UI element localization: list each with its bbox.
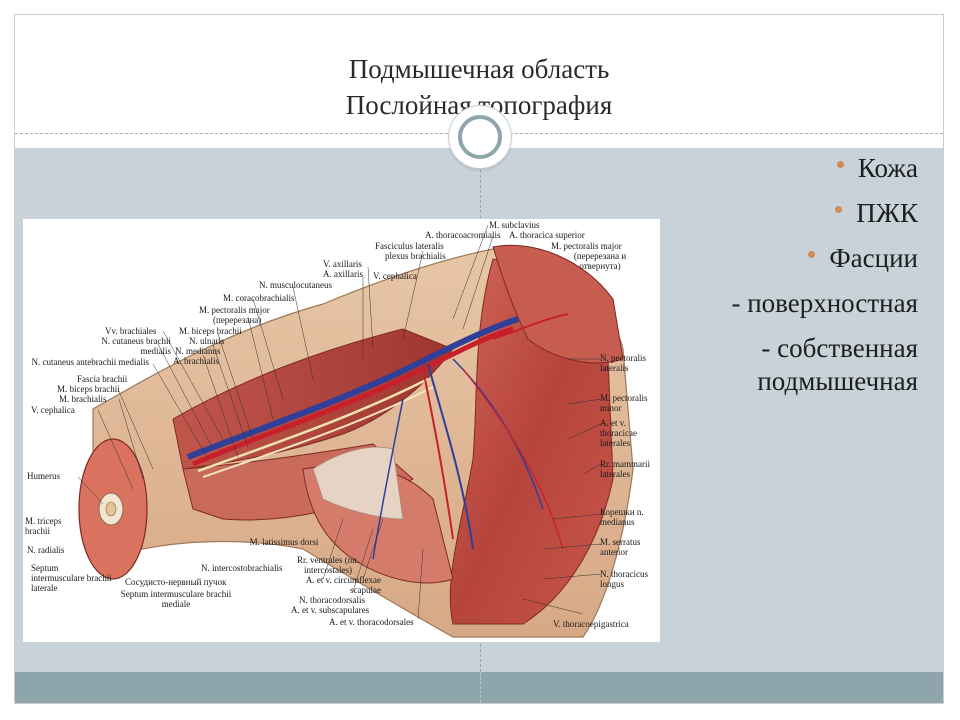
label-n-musculocutaneus: N. musculocutaneus: [259, 280, 332, 290]
label-n-thoracicus-longus: N. thoracicus longus: [600, 569, 648, 589]
label-m-biceps-brachii-2: M. biceps brachii: [57, 384, 120, 394]
sub-item: - собственная подмышечная: [757, 333, 918, 396]
label-m-serratus: M. serratus anterior: [600, 537, 641, 557]
label-n-cutaneus-antebrachii-medialis: N. cutaneus antebrachii medialis: [31, 357, 149, 367]
nerve-bundle-2: [202, 386, 434, 478]
bullet-dot-icon: [835, 206, 843, 213]
label-sosudisto-nervnyi-puchok: Сосудисто-нервный пучок: [125, 577, 227, 587]
leader-lines: [77, 224, 602, 620]
label-koreshki: Корешки n. medianus: [600, 507, 644, 527]
label-a-thoracoacromialis: A. thoracoacromialis: [425, 230, 501, 240]
axillary-vein: [186, 316, 519, 460]
ring-ornament-icon: [449, 106, 511, 168]
bullet-item: ПЖК: [618, 197, 918, 230]
label-m-pectoralis-major-top: M. pectoralis major: [551, 241, 622, 251]
label-m-pectoralis-major-top-note: (перерезана и отвернута): [573, 251, 627, 271]
label-m-pectoralis-major-left: M. pectoralis major: [199, 305, 270, 315]
axillary-artery: [192, 326, 514, 467]
label-a-brachialis: A. brachialis: [173, 356, 219, 366]
anatomy-illustration: M. subclavius A. thoracoacromialis A. th…: [23, 219, 660, 642]
label-m-biceps-brachii-1: M. biceps brachii: [179, 326, 242, 336]
label-m-brachialis: M. brachialis: [59, 394, 107, 404]
label-m-pectoralis-major-left-note: (перерезана): [213, 315, 262, 325]
sub-item: - поверхностная: [731, 288, 918, 318]
artery-branch: [422, 368, 454, 540]
label-m-latissimus-dorsi: M. latissimus dorsi: [249, 537, 319, 547]
label-rr-mammarii: Rr. mammarii laterales: [600, 459, 650, 479]
label-septum-med: Septum intermusculare brachii mediale: [120, 589, 232, 609]
label-n-cutaneus-brachii-medialis: N. cutaneus brachii medialis: [101, 336, 171, 356]
label-rr-ventrales: Rr. ventrales (nn. intercostales): [297, 555, 359, 575]
label-subscapulares: A. et v. subscapulares: [291, 605, 370, 615]
fascia-region: [312, 446, 404, 520]
bullet-list: Кожа ПЖК Фасции - поверхностная - собств…: [618, 152, 918, 410]
label-m-subclavius: M. subclavius: [489, 220, 540, 230]
thoracoacromial-artery: [492, 313, 569, 340]
nerve-bundle: [197, 377, 429, 473]
label-n-radialis: N. radialis: [27, 545, 65, 555]
label-v-cephalica-left: V. cephalica: [31, 405, 75, 415]
label-fasciculus-lateralis: Fasciculus lateralis: [375, 241, 444, 251]
bullet-text: ПЖК: [856, 198, 918, 228]
label-v-axillaris: V. axillaris: [323, 259, 362, 269]
label-thoracicae-laterales: A. et v. thoracicae laterales: [600, 418, 637, 448]
label-vv-brachiales: Vv. brachiales: [105, 326, 157, 336]
bone-marrow: [105, 501, 117, 517]
label-n-ulnaris: N. ulnaris: [189, 336, 225, 346]
bullet-dot-icon: [808, 251, 816, 258]
label-septum-lat: Septum intermusculare brachii laterale: [31, 563, 112, 593]
label-n-medianus: N. medianus: [175, 346, 221, 356]
label-a-thoracica-superior: A. thoracica superior: [509, 230, 585, 240]
bullet-text: Фасции: [829, 243, 918, 273]
bullet-dot-icon: [836, 161, 844, 168]
label-n-thoracodorsalis: N. thoracodorsalis: [299, 595, 365, 605]
label-m-triceps-brachii: M. triceps brachii: [25, 516, 62, 536]
bullet-item: Кожа: [618, 152, 918, 185]
bullet-text: Кожа: [857, 153, 918, 183]
label-thoracodorsales: A. et v. thoracodorsales: [329, 617, 414, 627]
label-n-intercostobrachialis: N. intercostobrachialis: [201, 563, 283, 573]
artery-branch-2: [462, 368, 564, 550]
vertical-divider-bottom: [480, 672, 481, 703]
pectoralis-flap: [492, 244, 624, 364]
vein-branch: [427, 363, 474, 550]
title-line-1: Подмышечная область: [348, 54, 610, 84]
bottom-accent-band: [15, 672, 943, 703]
label-circumflexae: A. et v. circumflexae scapulae: [305, 575, 381, 595]
label-fascia-brachii: Fascia brachii: [77, 374, 128, 384]
label-plexus-brachialis: plexus brachialis: [385, 251, 446, 261]
label-v-cephalica-top: V. cephalica: [373, 271, 417, 281]
label-m-pectoralis-minor: M. pectoralis minor: [600, 393, 648, 413]
label-v-thoracoepigastrica: V. thoracoepigastrica: [553, 619, 629, 629]
label-humerus: Humerus: [27, 471, 60, 481]
label-m-coracobrachialis: M. coracobrachialis: [223, 293, 295, 303]
slide-title: Подмышечная область Послойная топография: [15, 51, 943, 123]
bullet-item: Фасции: [618, 242, 918, 275]
label-n-pectoralis-lateralis: N. pectoralis lateralis: [600, 353, 646, 373]
label-a-axillaris: A. axillaris: [323, 269, 363, 279]
anatomy-drawing: [77, 224, 634, 638]
